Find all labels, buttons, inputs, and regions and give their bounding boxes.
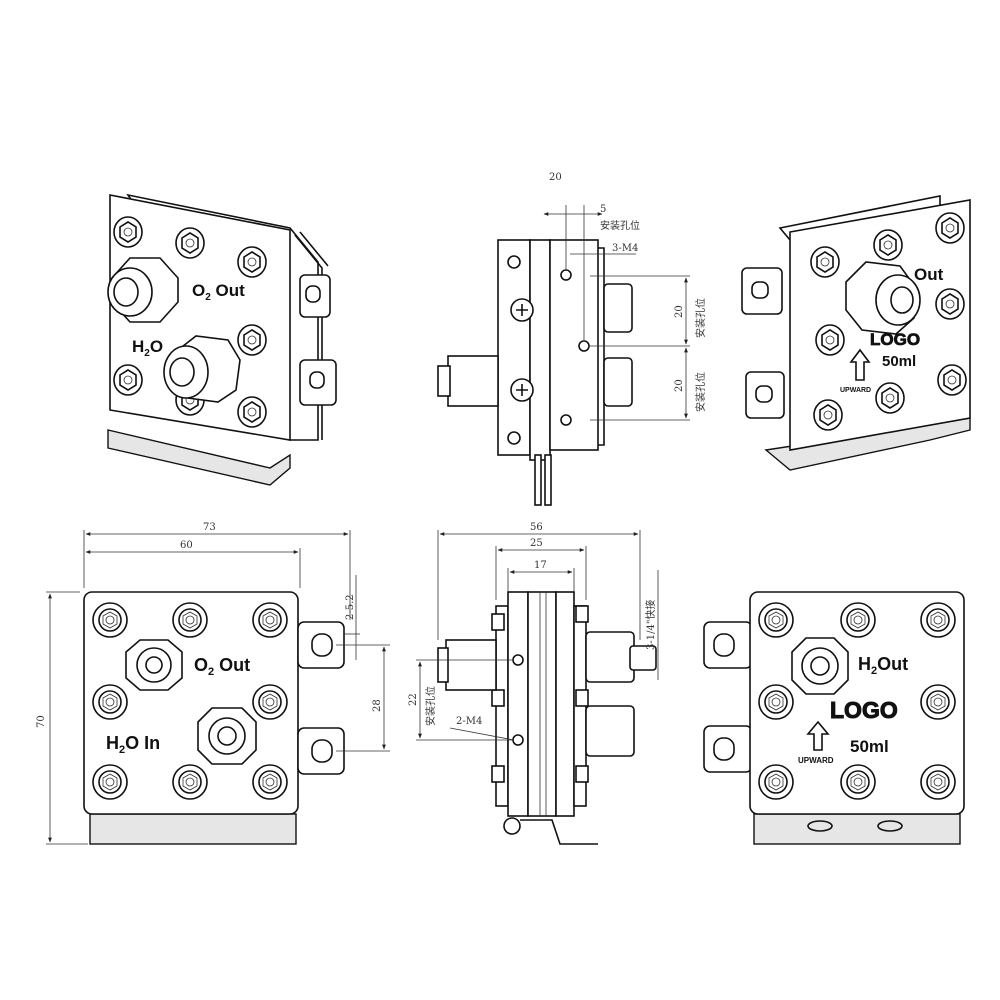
front-view: O2 Out H2O In 73 60 70 28 2-5.2 xyxy=(36,522,390,845)
cross-screw-icon xyxy=(510,378,534,402)
dim-offset-5: 5 xyxy=(600,204,606,215)
dim-width-inner: 60 xyxy=(180,540,193,551)
dim-middle: 25 xyxy=(530,538,543,549)
upward-arrow-icon xyxy=(806,720,830,751)
dim-holes-2m4: 2-M4 xyxy=(456,716,482,727)
dim-holes-3m4: 3-M4 xyxy=(612,243,638,254)
iso-back-logo: LOGO xyxy=(870,330,920,349)
front-h2o-fitting xyxy=(197,707,257,765)
front-h2o-label: H2O In xyxy=(106,733,160,756)
dim-note-2: 安装孔位 xyxy=(694,372,707,412)
iso-back-view: Out LOGO UPWARD 50ml xyxy=(741,195,971,471)
back-h2-fitting xyxy=(791,637,849,695)
iso-front-view: O2 Out H2O xyxy=(107,193,337,486)
iso-front-h2o-fitting xyxy=(163,335,241,403)
iso-back-volume: 50ml xyxy=(882,353,916,370)
dim-total: 56 xyxy=(530,522,543,533)
iso-back-h2-fitting xyxy=(845,261,921,335)
front-o2-fitting xyxy=(125,639,183,691)
iso-back-out-label: Out xyxy=(914,265,944,284)
back-h2out-label: H2Out xyxy=(858,654,908,677)
back-volume: 50ml xyxy=(850,737,889,756)
dim-slot: 2-5.2 xyxy=(345,594,356,620)
back-upward: UPWARD xyxy=(798,756,834,765)
dim-height: 70 xyxy=(36,715,47,728)
iso-back-upward: UPWARD xyxy=(840,387,871,394)
dim-thread: 3-1/4"快接 xyxy=(644,600,657,650)
cross-screw-icon xyxy=(510,298,534,322)
side-view: 56 25 17 3-1/4"快接 22 安装孔位 2-M4 xyxy=(408,522,659,845)
dim-note-1: 安装孔位 xyxy=(694,298,707,338)
dim-mount-note: 安装孔位 xyxy=(424,686,437,726)
top-side-view: 20 5 安装孔位 3-M4 20 20 安装孔位 安装孔位 xyxy=(437,172,707,506)
iso-front-o2-label: O2 Out xyxy=(192,281,245,303)
dim-note-top: 安装孔位 xyxy=(600,219,640,232)
dim-spacing-1: 20 xyxy=(674,305,685,318)
dim-mount: 22 xyxy=(408,693,419,706)
dim-spacing-2: 20 xyxy=(674,379,685,392)
dim-width-outer: 73 xyxy=(203,522,216,533)
dim-top-20: 20 xyxy=(549,172,562,183)
back-logo: LOGO xyxy=(830,697,898,723)
upward-arrow-icon xyxy=(849,348,871,381)
iso-front-h2o-label: H2O xyxy=(132,337,163,359)
dim-inner: 17 xyxy=(534,560,547,571)
iso-front-o2-fitting xyxy=(107,257,179,323)
back-view: H2Out LOGO UPWARD 50ml xyxy=(703,591,965,845)
dim-slot-spacing: 28 xyxy=(372,699,383,712)
front-o2-label: O2 Out xyxy=(194,655,250,678)
